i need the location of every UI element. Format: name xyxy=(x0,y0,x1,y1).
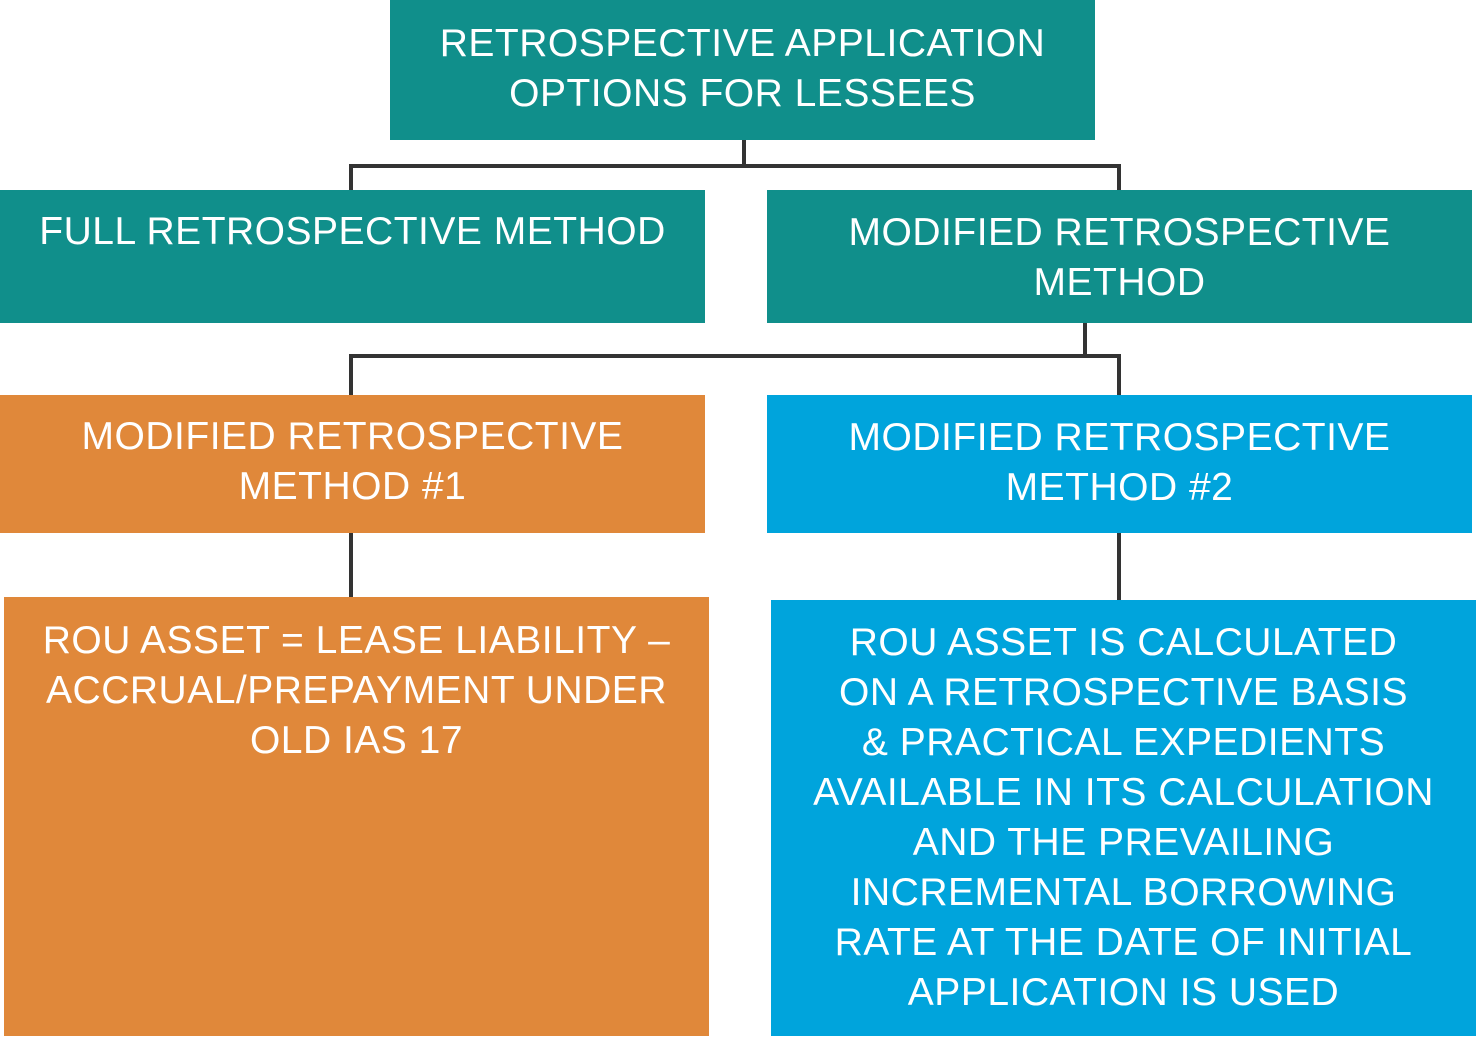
modified-retrospective-box: MODIFIED RETROSPECTIVE METHOD xyxy=(767,190,1472,323)
modified-retrospective-line-2: METHOD xyxy=(1033,261,1206,304)
method-2-detail-line-4: AVAILABLE IN ITS CALCULATION xyxy=(813,771,1434,814)
method-2-detail-line-1: ROU ASSET IS CALCULATED xyxy=(849,621,1398,664)
method-2-detail-line-7: RATE AT THE DATE OF INITIAL xyxy=(834,921,1413,964)
modified-method-1-line-2: METHOD #1 xyxy=(238,465,467,508)
full-retrospective-box: FULL RETROSPECTIVE METHOD xyxy=(0,190,705,323)
method-1-detail-line-2: ACCRUAL/PREPAYMENT UNDER xyxy=(46,669,667,712)
method-2-detail-line-2: ON A RETROSPECTIVE BASIS xyxy=(839,671,1408,714)
method-1-detail-box: ROU ASSET = LEASE LIABILITY – ACCRUAL/PR… xyxy=(4,597,709,1036)
method-1-detail-line-3: OLD IAS 17 xyxy=(249,719,464,762)
method-2-detail-line-8: APPLICATION IS USED xyxy=(907,971,1340,1014)
method-2-detail-line-6: INCREMENTAL BORROWING xyxy=(850,871,1397,914)
method-2-detail-line-5: AND THE PREVAILING xyxy=(912,821,1335,864)
modified-method-1-box: MODIFIED RETROSPECTIVE METHOD #1 xyxy=(0,395,705,533)
method-2-detail-line-3: & PRACTICAL EXPEDIENTS xyxy=(861,721,1386,764)
modified-retrospective-line-1: MODIFIED RETROSPECTIVE xyxy=(848,211,1391,254)
modified-method-1-line-1: MODIFIED RETROSPECTIVE xyxy=(81,415,624,458)
connector-root-to-methods xyxy=(349,140,1121,190)
modified-method-2-line-2: METHOD #2 xyxy=(1005,466,1234,509)
root-box: RETROSPECTIVE APPLICATION OPTIONS FOR LE… xyxy=(390,0,1095,140)
root-line-2: OPTIONS FOR LESSEES xyxy=(509,72,976,115)
modified-method-2-line-1: MODIFIED RETROSPECTIVE xyxy=(848,416,1391,459)
modified-method-2-box: MODIFIED RETROSPECTIVE METHOD #2 xyxy=(767,395,1472,533)
connector-modified-to-submethods xyxy=(349,323,1121,395)
full-retrospective-line-1: FULL RETROSPECTIVE METHOD xyxy=(39,210,666,253)
root-line-1: RETROSPECTIVE APPLICATION xyxy=(439,22,1046,65)
method-2-detail-box: ROU ASSET IS CALCULATED ON A RETROSPECTI… xyxy=(771,600,1476,1036)
method-1-detail-line-1: ROU ASSET = LEASE LIABILITY – xyxy=(42,619,671,662)
